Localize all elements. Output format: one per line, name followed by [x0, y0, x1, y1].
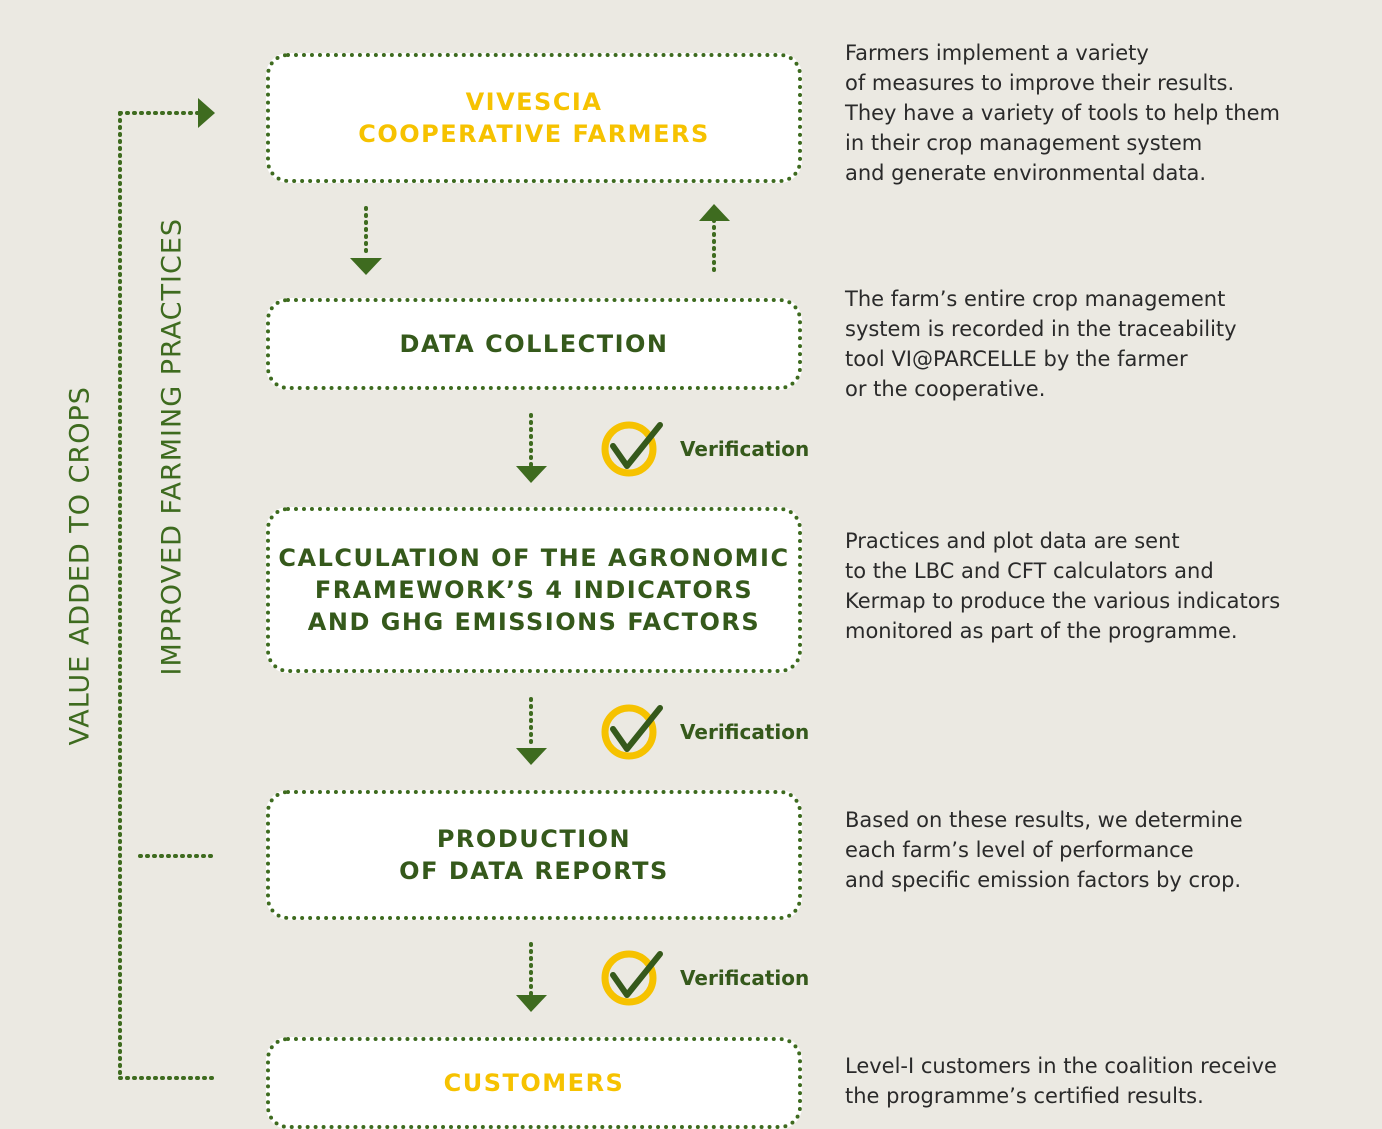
step-box-vivescia: VIVESCIA COOPERATIVE FARMERS — [266, 53, 802, 183]
step-box-customers: CUSTOMERS — [266, 1037, 802, 1129]
step-title: PRODUCTION OF DATA REPORTS — [399, 825, 669, 885]
value-added-label: VALUE ADDED TO CROPS — [64, 386, 96, 746]
arrow-down-icon — [516, 748, 547, 765]
step-box-data-reports: PRODUCTION OF DATA REPORTS — [266, 790, 802, 920]
step-title: VIVESCIA COOPERATIVE FARMERS — [358, 88, 710, 148]
step-title: CALCULATION OF THE AGRONOMIC FRAMEWORK’S… — [278, 544, 790, 636]
arrow-down-icon — [350, 258, 382, 275]
verification-label: Verification — [680, 720, 810, 744]
step-description: Based on these results, we determine eac… — [845, 808, 1243, 892]
step-description: Level-I customers in the coalition recei… — [845, 1054, 1277, 1108]
step-description: Farmers implement a variety of measures … — [845, 41, 1280, 185]
verification-label: Verification — [680, 966, 810, 990]
arrow-right-icon — [198, 98, 215, 128]
arrow-down-icon — [516, 995, 547, 1012]
improved-practices-label: IMPROVED FARMING PRACTICES — [156, 217, 188, 676]
step-box-data-collection: DATA COLLECTION — [266, 298, 802, 390]
arrow-down-icon — [516, 466, 547, 483]
check-circle-icon — [601, 950, 663, 1006]
check-circle-icon — [601, 421, 663, 477]
step-box-calculation: CALCULATION OF THE AGRONOMIC FRAMEWORK’S… — [266, 507, 802, 673]
check-circle-icon — [601, 704, 663, 760]
verification-label: Verification — [680, 437, 810, 461]
step-description: Practices and plot data are sent to the … — [845, 529, 1281, 643]
step-title: DATA COLLECTION — [399, 330, 669, 358]
step-title: CUSTOMERS — [443, 1069, 625, 1097]
arrow-up-icon — [699, 204, 730, 221]
step-description: The farm’s entire crop management system… — [845, 287, 1237, 401]
